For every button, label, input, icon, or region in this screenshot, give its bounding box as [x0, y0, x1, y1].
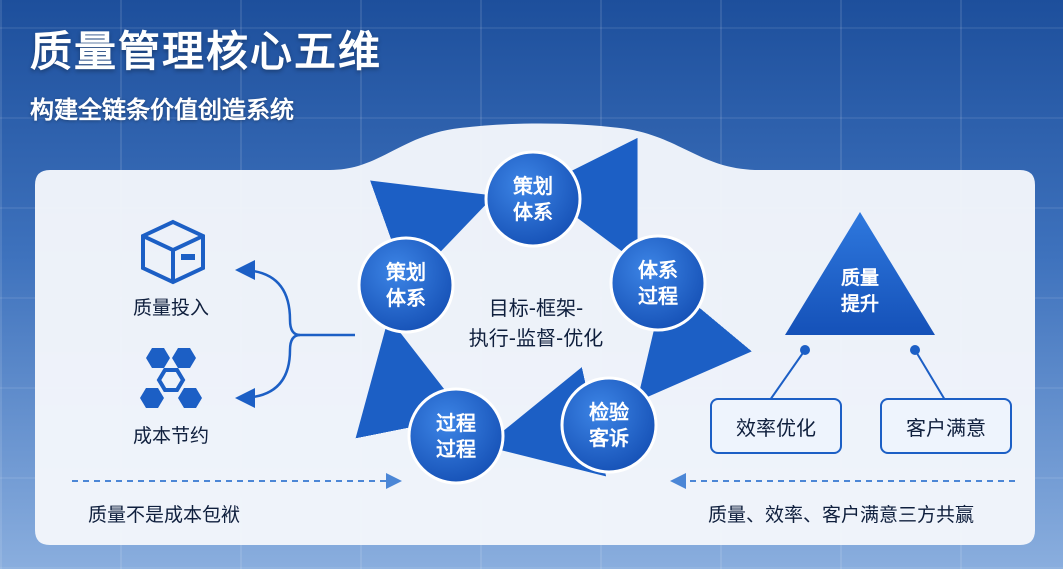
- customer-satisfaction-box: 客户满意: [880, 398, 1012, 454]
- quality-triangle: [785, 212, 935, 335]
- cycle-node-label: 检验客诉: [589, 400, 629, 450]
- cycle-arrows: [355, 137, 752, 477]
- left-footer: 质量不是成本包袱: [88, 504, 241, 526]
- cycle-node-label: 策划体系: [513, 174, 553, 224]
- cycle-node-3: [560, 376, 658, 474]
- cycle-node-label: 过程过程: [436, 411, 476, 461]
- left-item-label: 成本节约: [133, 425, 210, 447]
- cycle-node-4: [407, 387, 505, 485]
- efficiency-box: 效率优化: [710, 398, 842, 454]
- page-title: 质量管理核心五维: [30, 27, 383, 76]
- bracket-connector: [235, 260, 355, 408]
- right-footer: 质量、效率、客户满意三方共赢: [708, 504, 975, 526]
- triangle-label: 质量提升: [840, 267, 879, 315]
- hexagon-network-icon: [140, 348, 202, 408]
- cycle-center-text: 目标-框架-执行-监督-优化: [468, 296, 604, 350]
- cube-box-icon: [141, 219, 205, 285]
- cycle-node-2: [609, 234, 707, 332]
- page-subtitle: 构建全链条价值创造系统: [30, 96, 294, 124]
- cycle-node-label: 策划体系: [386, 260, 426, 310]
- left-item-label: 质量投入: [133, 297, 210, 319]
- cycle-node-5: [357, 236, 455, 334]
- cycle-node-label: 体系过程: [638, 258, 678, 308]
- cycle-node-1: [484, 150, 582, 248]
